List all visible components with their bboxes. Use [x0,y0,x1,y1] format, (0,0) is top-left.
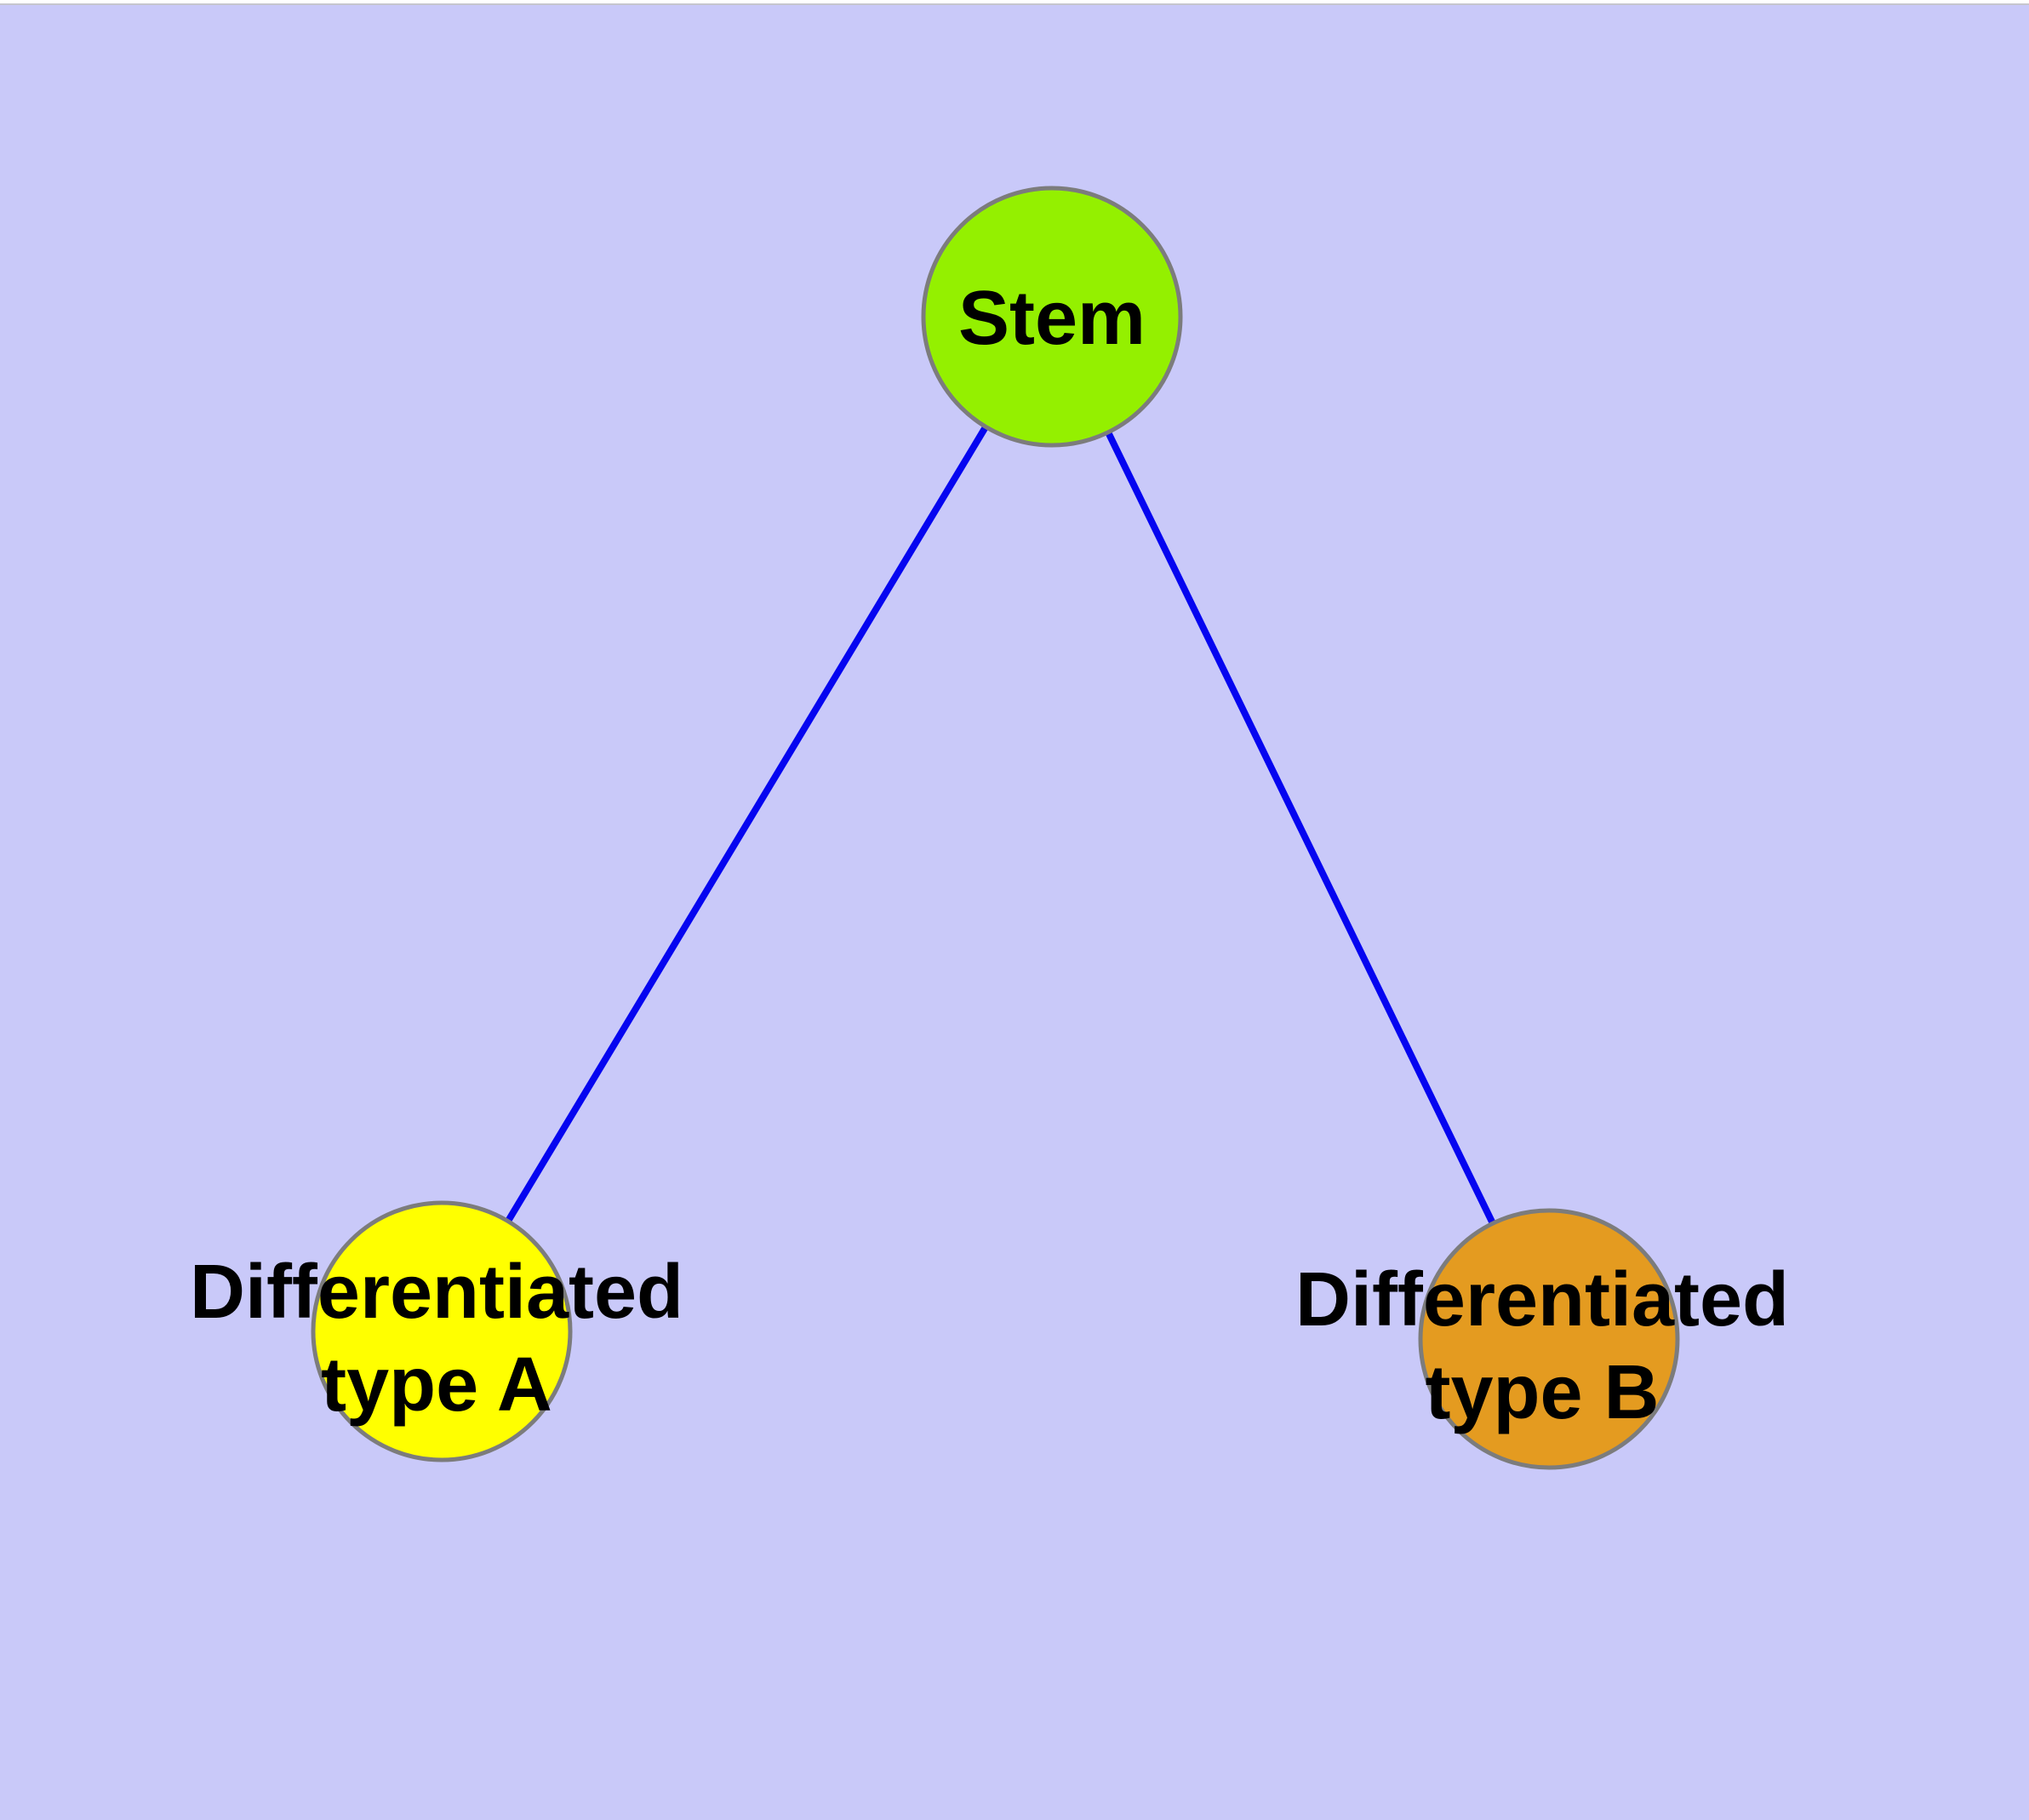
node-type-a-label-line2: type A [321,1342,552,1428]
node-stem-circle [921,186,1183,448]
node-type-b-circle [1418,1208,1680,1470]
node-type-b-label-line1: Differentiated [1295,1257,1789,1342]
node-type-a-label-line1: Differentiated [190,1250,683,1335]
edge-stem-to-type-a [438,314,1055,1334]
edge-stem-to-type-b [1049,315,1552,1341]
node-type-a-circle [311,1200,573,1462]
node-type-b-label-line2: type B [1425,1350,1659,1435]
node-stem-label: Stem [958,276,1146,361]
window-top-strip [0,0,2029,5]
